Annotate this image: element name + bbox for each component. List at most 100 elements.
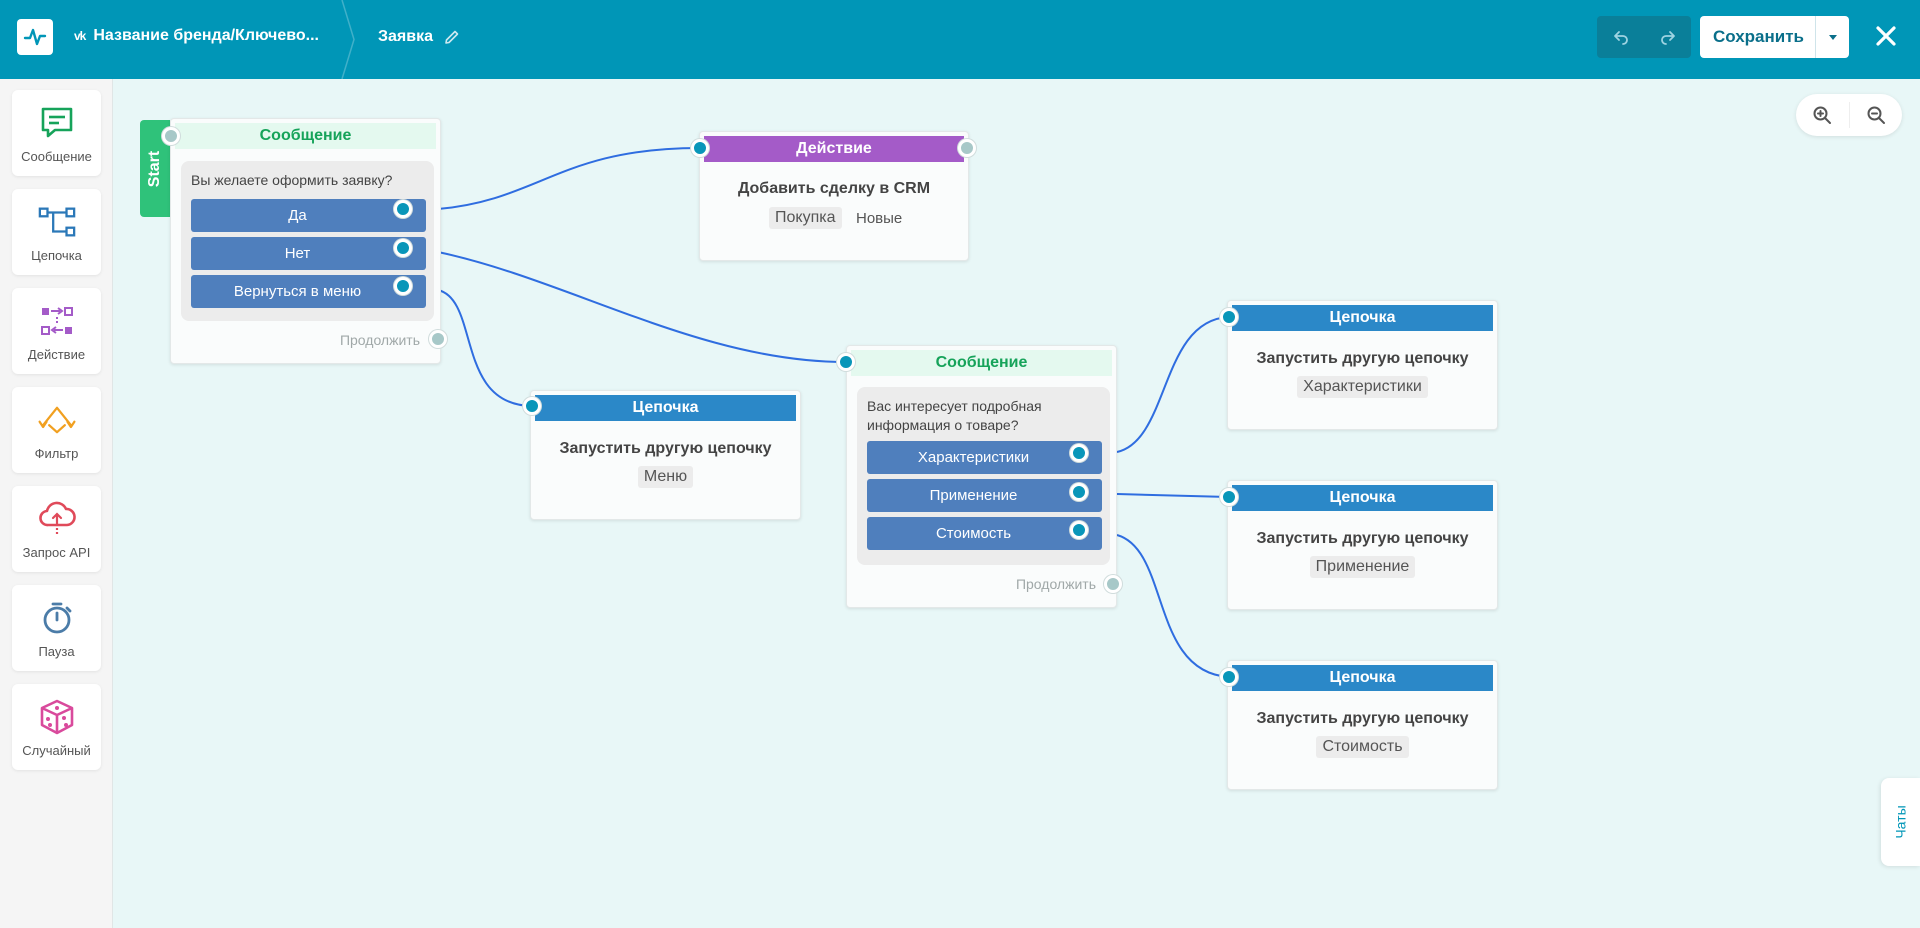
history-controls (1597, 16, 1691, 58)
option-button-no[interactable]: Нет (191, 237, 426, 270)
message-bubble: Вас интересует подробная информация о то… (857, 387, 1110, 565)
chain-tag: Применение (1309, 556, 1416, 578)
message-text: Вас интересует подробная информация о то… (867, 398, 1042, 433)
chain-tag: Меню (637, 466, 694, 488)
message-bubble: Вы желаете оформить заявку? Да Нет Верну… (181, 161, 434, 321)
redo-button[interactable] (1644, 16, 1691, 58)
close-icon (1876, 26, 1896, 46)
palette-item-chain[interactable]: Цепочка (12, 189, 101, 275)
page-title: Заявка (378, 28, 433, 45)
node-header: Цепочка (1232, 485, 1493, 511)
option-button-yes[interactable]: Да (191, 199, 426, 232)
start-label: Start (146, 150, 164, 187)
breadcrumb-separator (341, 0, 355, 79)
palette-item-action[interactable]: Действие (12, 288, 101, 374)
input-port[interactable] (162, 127, 180, 145)
option-button-back-to-menu[interactable]: Вернуться в меню (191, 275, 426, 308)
chain-tag-row: Применение (1228, 556, 1497, 578)
action-icon (40, 306, 73, 335)
chain-node-cost[interactable]: Цепочка Запустить другую цепочку Стоимос… (1227, 660, 1498, 790)
chain-node-application[interactable]: Цепочка Запустить другую цепочку Примене… (1227, 480, 1498, 610)
palette-label: Случайный (22, 742, 91, 758)
save-options-dropdown[interactable] (1815, 16, 1849, 58)
input-port[interactable] (691, 139, 709, 157)
continue-label: Продолжить (1015, 576, 1096, 592)
palette-item-api[interactable]: Запрос API (12, 486, 101, 572)
chain-tag-row: Стоимость (1228, 736, 1497, 758)
action-title: Добавить сделку в CRM (737, 180, 931, 197)
redo-icon (1660, 31, 1675, 45)
output-port-yes[interactable] (394, 200, 412, 218)
option-button-application[interactable]: Применение (867, 479, 1102, 512)
message-icon (41, 107, 72, 137)
chats-tab-label: Чаты (1892, 805, 1909, 839)
palette-label: Действие (27, 346, 86, 362)
action-tag: Покупка (769, 207, 842, 229)
output-port-application[interactable] (1070, 483, 1088, 501)
close-button[interactable] (1870, 20, 1902, 52)
output-port-continue[interactable] (429, 330, 447, 348)
link-app-to-chain-app (1116, 493, 1230, 498)
undo-button[interactable] (1597, 16, 1644, 58)
link-yes-to-action (437, 147, 701, 210)
api-cloud-icon (38, 501, 76, 535)
dice-icon (40, 699, 73, 734)
chain-tag: Характеристики (1297, 376, 1428, 398)
chain-title: Запустить другую цепочку (559, 440, 772, 457)
message-text: Вы желаете оформить заявку? (191, 172, 393, 188)
output-port[interactable] (958, 139, 976, 157)
option-label: Нет (284, 245, 311, 262)
palette-item-message[interactable]: Сообщение (12, 90, 101, 176)
palette-label: Сообщение (21, 148, 92, 164)
block-palette: Сообщение Цепочка Действие (0, 79, 113, 928)
palette-item-filter[interactable]: Фильтр (12, 387, 101, 473)
node-header: Сообщение (175, 123, 436, 149)
zoom-out-icon (1867, 106, 1885, 124)
link-no-to-message2 (437, 251, 847, 363)
output-port-continue[interactable] (1104, 575, 1122, 593)
app-logo[interactable] (17, 19, 53, 55)
output-port-characteristics[interactable] (1070, 444, 1088, 462)
edit-pencil-icon[interactable] (443, 28, 461, 46)
chain-tag: Стоимость (1316, 736, 1409, 758)
link-char-to-chain-char (1116, 316, 1230, 453)
output-port-back-to-menu[interactable] (394, 277, 412, 295)
chain-title: Запустить другую цепочку (1256, 710, 1469, 727)
link-menu-to-chain-menu (437, 289, 533, 407)
option-button-cost[interactable]: Стоимость (867, 517, 1102, 550)
palette-item-random[interactable]: Случайный (12, 684, 101, 770)
message-node-2[interactable]: Сообщение Вас интересует подробная инфор… (846, 345, 1117, 608)
input-port[interactable] (1220, 308, 1238, 326)
zoom-controls (1796, 94, 1902, 136)
chain-tag-row: Характеристики (1228, 376, 1497, 398)
save-button[interactable]: Сохранить (1700, 16, 1817, 58)
input-port[interactable] (1220, 668, 1238, 686)
palette-label: Запрос API (22, 544, 91, 560)
input-port[interactable] (523, 397, 541, 415)
action-tag-secondary: Новые (856, 210, 903, 227)
option-label: Да (288, 207, 307, 224)
palette-label: Пауза (38, 643, 75, 659)
message-node-1[interactable]: Сообщение Вы желаете оформить заявку? Да… (170, 118, 441, 364)
stopwatch-icon (43, 602, 71, 633)
output-port-no[interactable] (394, 239, 412, 257)
option-button-characteristics[interactable]: Характеристики (867, 441, 1102, 474)
top-bar: vk Название бренда/Ключево... Заявка Сох… (0, 0, 1920, 79)
chats-tab[interactable]: Чаты (1881, 778, 1920, 866)
action-node[interactable]: Действие Добавить сделку в CRM Покупка Н… (699, 131, 969, 261)
output-port-cost[interactable] (1070, 521, 1088, 539)
input-port[interactable] (1220, 488, 1238, 506)
chain-node-menu[interactable]: Цепочка Запустить другую цепочку Меню (530, 390, 801, 520)
zoom-in-button[interactable] (1796, 94, 1849, 136)
chevron-down-icon (1828, 35, 1837, 40)
input-port[interactable] (837, 353, 855, 371)
chain-node-characteristics[interactable]: Цепочка Запустить другую цепочку Характе… (1227, 300, 1498, 430)
node-header: Цепочка (535, 395, 796, 421)
palette-label: Фильтр (34, 445, 79, 461)
breadcrumb-brand[interactable]: vk Название бренда/Ключево... (74, 27, 319, 45)
pulse-icon (23, 28, 47, 46)
link-cost-to-chain-cost (1116, 534, 1230, 678)
option-label: Стоимость (935, 525, 1012, 542)
palette-item-pause[interactable]: Пауза (12, 585, 101, 671)
zoom-out-button[interactable] (1850, 94, 1903, 136)
